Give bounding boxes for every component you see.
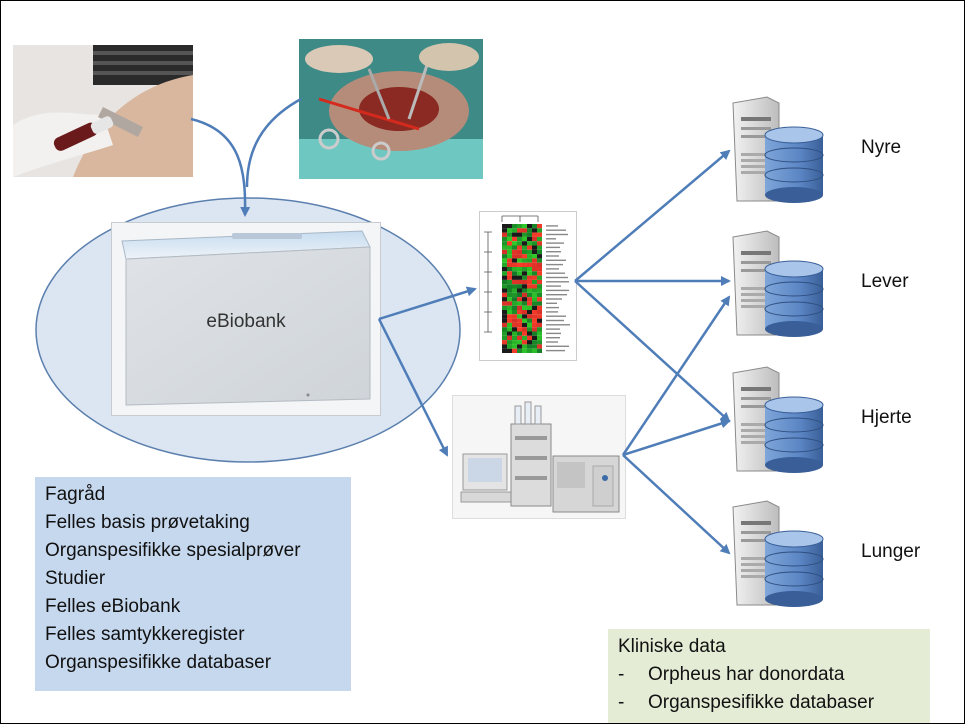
server-group: [727, 497, 827, 609]
server-label: Hjerte: [861, 407, 912, 428]
arrow-freezer-to-heatmap: [378, 286, 477, 321]
bullet-dash: -: [618, 664, 625, 685]
server-group: [727, 227, 827, 339]
freezer-image: eBiobank: [111, 222, 381, 416]
server-group: [727, 93, 827, 205]
heatmap-image: [479, 211, 577, 361]
info-box: Fagråd Felles basis prøvetaking Organspe…: [35, 477, 351, 691]
arrow-surgery-to-freezer: [245, 97, 302, 188]
clinical-item: -Organspesifikke databaser: [618, 689, 920, 717]
bullet-dash: -: [618, 692, 625, 713]
server-group: [727, 363, 827, 475]
surgery-photo: [299, 39, 483, 179]
arrow-heatmap-to-nyre: [574, 149, 731, 282]
arrow-instrument-to-lever: [621, 295, 731, 456]
info-item: Felles eBiobank: [45, 596, 181, 617]
freezer-label: eBiobank: [206, 311, 286, 332]
server-label: Lunger: [861, 541, 921, 562]
info-item: Organspesifikke spesialprøver: [45, 540, 301, 561]
info-item: Felles basis prøvetaking: [45, 512, 250, 533]
blood-sample-photo: [13, 45, 193, 177]
server-label: Nyre: [861, 137, 902, 158]
clinical-title: Kliniske data: [618, 636, 726, 657]
lab-instrument-image: [452, 395, 626, 519]
clinical-data-box: Kliniske data -Orpheus har donordata -Or…: [608, 629, 930, 723]
info-item: Felles samtykkeregister: [45, 624, 245, 645]
info-item: Organspesifikke databaser: [45, 652, 272, 673]
arrow-heatmap-to-hjerte: [574, 280, 731, 423]
database-server-icon: [732, 500, 824, 607]
database-server-icon: [732, 230, 824, 337]
arrow-freezer-to-instrument: [377, 318, 449, 457]
database-server-icon: [732, 96, 824, 203]
arrow-instrument-to-lunger: [622, 454, 731, 555]
database-server-icon: [732, 366, 824, 473]
server-label: Lever: [861, 271, 909, 292]
arrow-blood-to-freezer: [190, 117, 251, 217]
info-item: Fagråd: [45, 484, 106, 505]
info-item: Studier: [45, 568, 106, 589]
clinical-item: -Orpheus har donordata: [618, 661, 920, 689]
arrow-instrument-to-hjerte: [622, 418, 731, 457]
